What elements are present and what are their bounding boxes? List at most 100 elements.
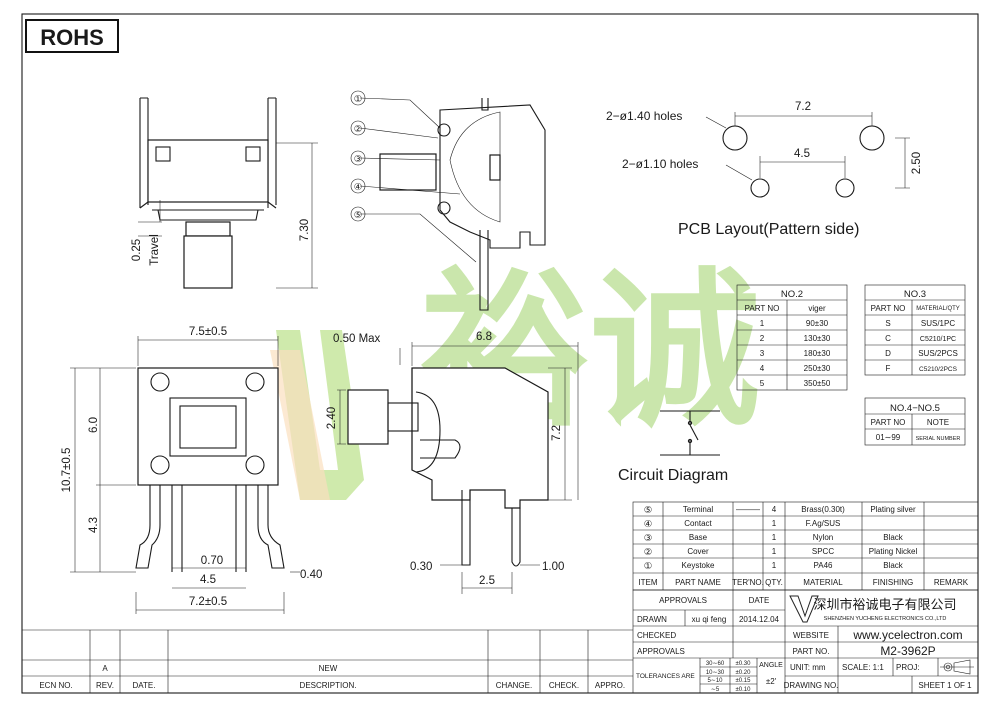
drawing-border [21,13,979,694]
bom-r5-item: ① [644,561,653,572]
no45-row1-note: SERIAL NUMBER [916,436,961,442]
bom-r4-fin: Plating Nickel [869,547,918,556]
bom-r4-item: ② [644,547,653,558]
pcb-layout-title: PCB Layout(Pattern side) [678,221,859,238]
bom-r1-item: ⑤ [644,505,653,516]
bom-r3-fin: Black [883,533,904,542]
no3-row1-part: S [885,319,890,328]
tb-drawing-no: DRAWING NO. [784,681,839,690]
rev-header-change: CHANGE. [496,681,532,690]
bom-header-qty: QTY. [765,578,783,587]
tb-tol-range-4: ∼5 [711,687,720,693]
tb-website: www.ycelectron.com [852,628,962,642]
tb-drawn-by: xu qi feng [692,615,727,624]
no3-row4-val: C5210/2PCS [919,366,958,373]
pcb-holes-140: 2−ø1.40 holes [606,109,682,123]
no45-title: NO.4−NO.5 [890,403,940,414]
dim-travel-value: 0.25 [131,239,143,261]
no2-header-partno: PART NO [745,304,780,313]
tb-tolerances-label: TOLERANCES ARE [636,673,695,680]
bom-r1-ter: ——— [736,505,760,514]
side-view: 0.50 Max 6.8 2.40 7.2 0.30 2.5 1.00 [326,331,579,594]
rev-header-check: CHECK. [549,681,579,690]
no3-title: NO.3 [904,289,926,300]
bom-r1-fin: Plating silver [870,505,916,514]
pcb-dim-2-50: 2.50 [911,152,923,174]
bom-r5-mat: PA46 [814,561,834,570]
rohs-badge [25,19,119,53]
dim-pin-offset: 2.5 [479,575,495,587]
no45-header-note: NOTE [927,418,949,427]
tb-angle: ±2' [766,677,777,686]
dim-pin-diameter: 1.00 [542,561,564,573]
tb-partno: M2-3962P [880,644,935,658]
no3-header-material: MATERIAL/QTY [916,306,960,312]
rev-header-date: DATE. [133,681,156,690]
no3-row1-val: SUS/1PC [921,319,955,328]
dim-pin-length: 4.3 [88,517,100,533]
bom-header-item: ITEM [638,578,657,587]
rohs-text: ROHS [40,25,104,50]
tb-drawn-label: DRAWN [637,615,667,624]
pcb-dim-7-2: 7.2 [795,101,811,113]
no2-row1-val: 90±30 [806,319,829,328]
bom-r3-name: Base [689,533,708,542]
no3-row2-val: C5210/1PC [920,336,956,343]
no2-row5-val: 350±50 [804,379,831,388]
exploded-side-view: ① ② ③ ④ ⑤ [350,90,546,311]
tb-drawn-date: 2014.12.04 [739,615,780,624]
bom-r3-qty: 1 [772,533,777,542]
dim-side-height-7-2: 7.2 [551,425,563,441]
no3-row2-part: C [885,334,891,343]
tb-date-header: DATE [749,596,770,605]
tb-proj: PROJ: [896,663,920,672]
bom-r1-qty: 4 [772,505,777,514]
bom-r4-qty: 1 [772,547,777,556]
bom-r2-item: ④ [644,519,653,530]
table-no4-no5: NO.4−NO.5 PART NO NOTE 01∼99 SERIAL NUMB… [864,397,966,446]
tb-company-cn: 深圳市裕诚电子有限公司 [813,597,956,612]
no2-row4-part: 4 [760,364,765,373]
dim-travel-label: Travel [149,234,161,266]
no2-title: NO.2 [781,289,803,300]
tb-scale: SCALE: 1:1 [842,663,884,672]
tb-partno-label: PART NO. [793,647,830,656]
tb-tol-value-1: ±0.30 [736,661,752,667]
bom-r3-item: ③ [644,533,653,544]
no3-row3-val: SUS/2PCS [918,349,958,358]
dim-pin-width: 0.70 [201,555,223,567]
tb-tol-range-3: 5∼10 [707,678,723,684]
callout-5: ⑤ [354,210,363,221]
callout-4: ④ [354,182,363,193]
top-side-view: 7.30 0.25 Travel [131,97,318,289]
bom-header-finishing: FINISHING [873,578,913,587]
tb-website-label: WEBSITE [793,631,829,640]
tb-approvals-header: APPROVALS [659,596,707,605]
tb-sheet: SHEET 1 OF 1 [918,681,972,690]
front-view: 7.5±0.5 10.7±0.5 6.0 4.3 0.70 4.5 7.2±0.… [61,326,322,614]
no3-row4-part: F [886,364,891,373]
circuit-diagram: Circuit Diagram [618,410,728,484]
dim-depth: 6.8 [476,331,492,343]
callout-2: ② [354,124,363,135]
callout-1: ① [354,94,363,105]
title-block: APPROVALS DATE DRAWN xu qi feng 2014.12.… [632,589,979,694]
table-no2: NO.2 PART NO viger 1 90±30 2 130±30 3 18… [736,284,848,391]
bom-r3-mat: Nylon [813,533,833,542]
rev-header-ecn: ECN NO. [39,681,72,690]
tb-tol-value-3: ±0.15 [736,678,752,684]
dim-pin-pitch: 4.5 [200,574,216,586]
tb-tol-range-1: 30∼60 [706,661,725,667]
bom-r4-mat: SPCC [812,547,834,556]
rev-header-rev: REV. [96,681,114,690]
dim-side-height: 7.30 [299,219,311,241]
pcb-holes-110: 2−ø1.10 holes [622,157,698,171]
rev-header-appro: APPRO. [595,681,625,690]
circuit-diagram-title: Circuit Diagram [618,467,728,484]
no2-row5-part: 5 [760,379,765,388]
bom-r1-mat: Brass(0.30t) [801,505,845,514]
bom-header-remark: REMARK [934,578,969,587]
bom-header-name: PART NAME [675,578,721,587]
bom-r5-qty: 1 [772,561,777,570]
